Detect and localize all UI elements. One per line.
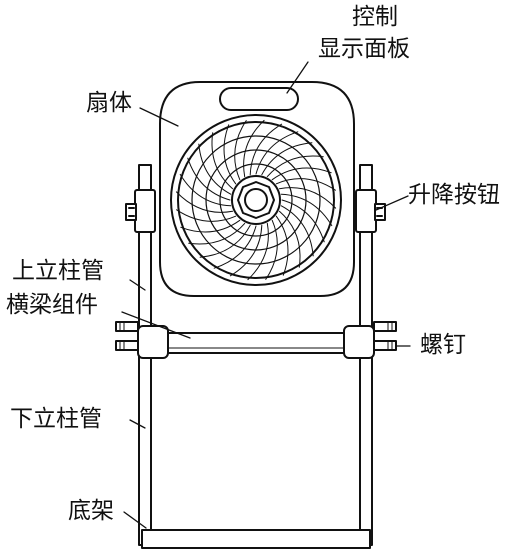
fan-hub [231, 175, 281, 225]
guard-spoke [271, 167, 332, 181]
guard-spoke [176, 209, 237, 222]
guard-spoke [280, 193, 333, 227]
label-control-panel-line2: 显示面板 [318, 36, 410, 62]
guard-spoke [265, 219, 278, 280]
label-fan-body: 扇体 [86, 90, 132, 116]
guard-spoke [187, 157, 231, 201]
guard-spoke [275, 178, 336, 191]
guard-spoke [278, 187, 337, 209]
guard-spoke [261, 142, 313, 176]
label-lift-button: 升降按钮 [408, 182, 500, 208]
guard-spoke [243, 119, 265, 178]
guard-spoke [281, 199, 325, 243]
label-screw: 螺钉 [420, 332, 466, 358]
fan-guard-spokes [175, 119, 337, 281]
label-control-panel-line1: 控制 [352, 4, 398, 30]
guard-spoke [198, 143, 232, 195]
guard-spoke [278, 210, 301, 268]
right-screws [373, 321, 397, 351]
left-screws [115, 321, 139, 351]
guard-spoke [199, 224, 251, 258]
label-lower-column: 下立柱管 [10, 406, 102, 432]
guard-spoke [213, 225, 257, 269]
left-lift-bracket [125, 189, 156, 233]
guard-spoke [266, 155, 324, 178]
guard-spoke [180, 219, 241, 233]
crossbeam [137, 325, 375, 359]
guard-spoke [188, 222, 246, 245]
guard-spoke [175, 191, 234, 213]
label-base: 底架 [68, 498, 114, 524]
guard-spoke [280, 205, 314, 257]
label-crossbeam: 横梁组件 [6, 292, 98, 318]
guard-spoke [249, 123, 283, 176]
base-frame [141, 529, 371, 549]
leader-lines [121, 61, 411, 529]
guard-spoke [179, 173, 232, 207]
guard-spoke [211, 132, 234, 190]
guard-spoke [255, 131, 299, 175]
guard-spoke [234, 120, 247, 181]
right-lift-bracket [355, 189, 386, 233]
label-upper-column: 上立柱管 [12, 258, 104, 284]
control-panel [219, 87, 299, 111]
guard-spoke [229, 224, 263, 277]
guard-spoke [223, 124, 237, 185]
guard-spoke [275, 215, 289, 276]
guard-spoke [247, 222, 269, 281]
